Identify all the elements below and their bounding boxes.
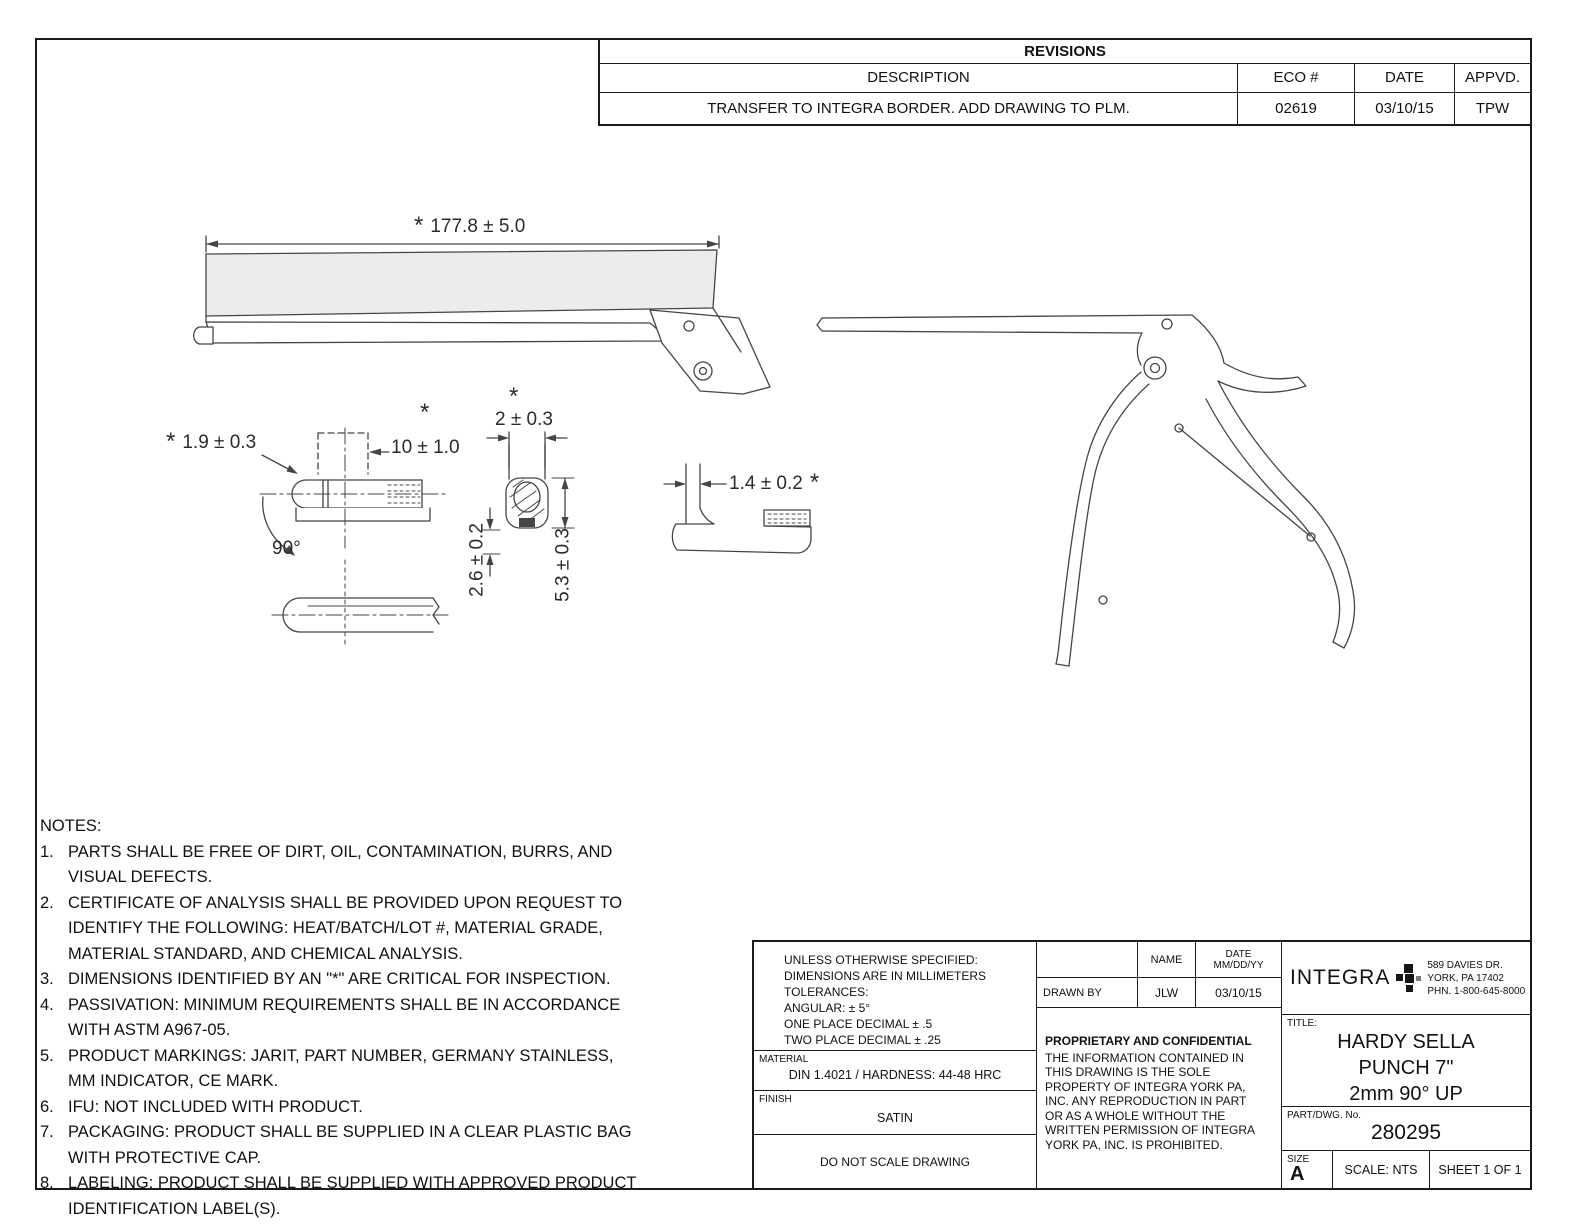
revision-approver: TPW: [1454, 93, 1530, 124]
drawn-by-label: DRAWN BY: [1043, 986, 1102, 999]
size-scale-sheet-row: SIZE A SCALE: NTS SHEET 1 OF 1: [1282, 1150, 1530, 1188]
part-number-cell: PART/DWG. No. 280295: [1282, 1106, 1530, 1150]
company-logo-cell: INTEGRA 589 DAVIES DR. YORK, PA 17402 PH…: [1282, 942, 1530, 1014]
dim-pad-length-value: 10 ± 1.0: [391, 437, 460, 458]
dim-jaw-width: * 1.9 ± 0.3: [166, 428, 257, 455]
title-block-specs-column: UNLESS OTHERWISE SPECIFIED: DIMENSIONS A…: [754, 942, 1037, 1188]
critical-asterisk: *: [809, 469, 820, 496]
integra-logo: INTEGRA: [1290, 966, 1391, 989]
drawing-title-line3: 2mm 90° UP: [1349, 1083, 1463, 1105]
drawn-by-name: JLW: [1137, 978, 1195, 1007]
part-number-value: 280295: [1370, 1121, 1442, 1144]
revisions-col-date: DATE: [1354, 64, 1454, 92]
dim-opening: 1.4 ± 0.2 *: [729, 469, 820, 496]
revision-row: TRANSFER TO INTEGRA BORDER. ADD DRAWING …: [600, 93, 1530, 124]
dim-pad-length: 10 ± 1.0: [391, 437, 460, 459]
sheet-cell: SHEET 1 OF 1: [1429, 1151, 1530, 1188]
handle-side-view: [816, 314, 1356, 667]
note-item: 7. PACKAGING: PRODUCT SHALL BE SUPPLIED …: [40, 1123, 632, 1167]
drawn-by-date: 03/10/15: [1195, 978, 1281, 1007]
tip-detail-top-view: [259, 427, 447, 556]
title-block: UNLESS OTHERWISE SPECIFIED: DIMENSIONS A…: [752, 940, 1532, 1190]
revisions-header-row: DESCRIPTION ECO # DATE APPVD.: [600, 64, 1530, 93]
proprietary-body: THE INFORMATION CONTAINED IN THIS DRAWIN…: [1045, 1050, 1256, 1152]
note-item: 4. PASSIVATION: MINIMUM REQUIREMENTS SHA…: [40, 995, 621, 1040]
size-label: SIZE: [1287, 1154, 1310, 1165]
drawing-title-line2: PUNCH 7": [1358, 1057, 1454, 1079]
overall-dimension: [205, 235, 720, 253]
dim-overall-length: * 177.8 ± 5.0: [414, 212, 526, 239]
drawing-title-line1: HARDY SELLA: [1337, 1031, 1475, 1053]
dim-lip-depth: 2.6 ± 0.2: [466, 523, 488, 597]
dim-rotation-angle: 90°: [272, 538, 301, 560]
dim-bite-width: 2 ± 0.3: [495, 409, 553, 431]
revision-description: TRANSFER TO INTEGRA BORDER. ADD DRAWING …: [707, 100, 1130, 117]
dim-jaw-width-value: 1.9 ± 0.3: [182, 432, 257, 453]
notes-section: NOTES: 1. PARTS SHALL BE FREE OF DIRT, O…: [40, 814, 700, 1222]
finish-value: SATIN: [877, 1111, 913, 1125]
critical-asterisk: *: [509, 383, 519, 410]
size-cell: SIZE A: [1282, 1151, 1332, 1188]
critical-asterisk: *: [166, 428, 176, 455]
drawn-by-row: DRAWN BY JLW 03/10/15: [1037, 978, 1281, 1008]
revisions-title: REVISIONS: [600, 40, 1530, 64]
dim-jaw-height: 5.3 ± 0.3: [552, 528, 574, 602]
revisions-table: REVISIONS DESCRIPTION ECO # DATE APPVD. …: [598, 38, 1532, 126]
scale-cell: SCALE: NTS: [1332, 1151, 1429, 1188]
integra-logo-mark: [1396, 963, 1422, 992]
approvals-header-row: NAME DATE MM/DD/YY: [1037, 942, 1281, 978]
finish-cell: FINISH SATIN: [754, 1090, 1036, 1134]
do-not-scale-note: DO NOT SCALE DRAWING: [754, 1134, 1036, 1188]
note-item: 8. LABELING: PRODUCT SHALL BE SUPPLIED W…: [40, 1174, 637, 1218]
shaft-detail-side-view: [271, 559, 449, 646]
title-block-identity-column: INTEGRA 589 DAVIES DR. YORK, PA 17402 PH…: [1282, 942, 1530, 1188]
drawing-title-cell: TITLE: HARDY SELLA PUNCH 7" 2mm 90° UP: [1282, 1014, 1530, 1106]
revision-eco-number: 02619: [1237, 93, 1354, 124]
material-value: DIN 1.4021 / HARDNESS: 44-48 HRC: [788, 1068, 1002, 1082]
date-header: DATE MM/DD/YY: [1195, 942, 1281, 977]
dim-bite-width-value: 2 ± 0.3: [495, 409, 553, 430]
proprietary-notice: PROPRIETARY AND CONFIDENTIAL THE INFORMA…: [1037, 1008, 1281, 1188]
note-item: 2. CERTIFICATE OF ANALYSIS SHALL BE PROV…: [40, 893, 623, 963]
note-item: 5. PRODUCT MARKINGS: JARIT, PART NUMBER,…: [40, 1046, 614, 1091]
size-value: A: [1290, 1163, 1305, 1185]
shaft-side-view: [193, 249, 771, 395]
critical-asterisk: *: [414, 212, 424, 239]
part-number-label: PART/DWG. No.: [1287, 1110, 1362, 1121]
name-header: NAME: [1137, 942, 1195, 977]
company-address: 589 DAVIES DR. YORK, PA 17402 PHN. 1-800…: [1427, 959, 1526, 997]
revisions-col-description: DESCRIPTION: [867, 69, 970, 86]
material-cell: MATERIAL DIN 1.4021 / HARDNESS: 44-48 HR…: [754, 1050, 1036, 1090]
approvals-blank-cell: [1037, 942, 1137, 977]
note-item: 6. IFU: NOT INCLUDED WITH PRODUCT.: [40, 1097, 363, 1116]
material-label: MATERIAL: [759, 1054, 809, 1065]
title-label: TITLE:: [1287, 1018, 1318, 1029]
proprietary-title: PROPRIETARY AND CONFIDENTIAL: [1045, 1034, 1252, 1048]
finish-label: FINISH: [759, 1094, 792, 1105]
dim-rotation-angle-value: 90°: [272, 538, 301, 559]
note-item: 3. DIMENSIONS IDENTIFIED BY AN "*" ARE C…: [40, 970, 611, 988]
title-block-approvals-column: NAME DATE MM/DD/YY DRAWN BY JLW 03/10/15…: [1037, 942, 1282, 1188]
tolerance-note: UNLESS OTHERWISE SPECIFIED: DIMENSIONS A…: [784, 953, 987, 1047]
tip-detail-front-view: [482, 431, 575, 577]
jaw-detail-side-view: [663, 463, 812, 554]
dim-overall-length-value: 177.8 ± 5.0: [430, 216, 526, 237]
notes-title: NOTES:: [40, 817, 102, 835]
critical-asterisk: *: [420, 399, 430, 426]
note-item: 1. PARTS SHALL BE FREE OF DIRT, OIL, CON…: [40, 842, 613, 887]
dim-opening-value: 1.4 ± 0.2: [729, 473, 803, 494]
revisions-col-eco: ECO #: [1237, 64, 1354, 92]
revision-date: 03/10/15: [1354, 93, 1454, 124]
revisions-col-appvd: APPVD.: [1454, 64, 1530, 92]
